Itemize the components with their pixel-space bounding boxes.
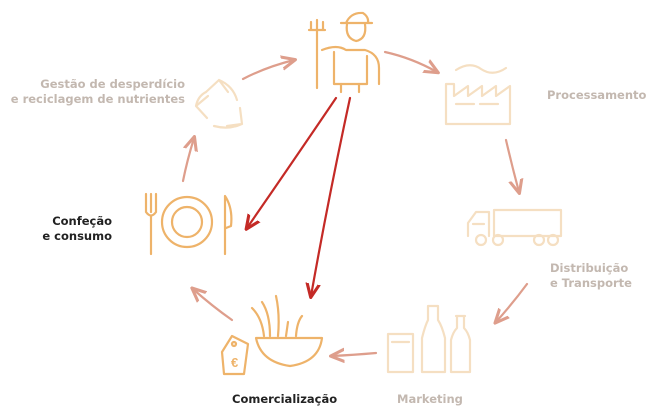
- processing-label: Processamento: [547, 88, 646, 103]
- bottles-and-jars-icon: [388, 306, 470, 372]
- arrow-distribution-to-marketing: [496, 284, 527, 322]
- farmer-with-pitchfork-icon: [309, 13, 379, 92]
- arrow-farmer-to-consumption: [247, 98, 336, 228]
- waste-management-label-line-1: Gestão de desperdício: [10, 77, 185, 92]
- arrow-sales-to-consumption: [193, 289, 232, 320]
- factory-icon: [446, 65, 510, 124]
- fork-plate-knife-icon: [146, 194, 231, 254]
- shortcut-arrows: [247, 98, 350, 296]
- processing-label-line-1: Processamento: [547, 88, 646, 103]
- euro-symbol: €: [231, 355, 238, 370]
- distribution-label-line-2: e Transporte: [550, 276, 632, 291]
- arrow-consumption-to-waste: [183, 138, 194, 181]
- sales-label: Comercialização: [232, 392, 337, 407]
- sales-label-line-1: Comercialização: [232, 392, 337, 407]
- recycle-icon: [196, 80, 242, 128]
- arrow-processing-to-distribution: [506, 140, 519, 192]
- arrow-farmer-to-processing: [385, 52, 437, 72]
- distribution-label: Distribuição e Transporte: [550, 261, 632, 291]
- marketing-label: Marketing: [397, 392, 463, 407]
- arrow-marketing-to-sales: [332, 353, 376, 356]
- arrow-waste-to-farmer: [243, 60, 294, 79]
- waste-management-label: Gestão de desperdício e reciclagem de nu…: [10, 77, 185, 107]
- cycle-arrows: [183, 52, 527, 356]
- consumption-label-line-2: e consumo: [22, 229, 112, 244]
- marketing-label-line-1: Marketing: [397, 392, 463, 407]
- consumption-label: Confeção e consumo: [22, 214, 112, 244]
- truck-icon: [468, 210, 561, 245]
- distribution-label-line-1: Distribuição: [550, 261, 632, 276]
- waste-management-label-line-2: e reciclagem de nutrientes: [10, 92, 185, 107]
- consumption-label-line-1: Confeção: [22, 214, 112, 229]
